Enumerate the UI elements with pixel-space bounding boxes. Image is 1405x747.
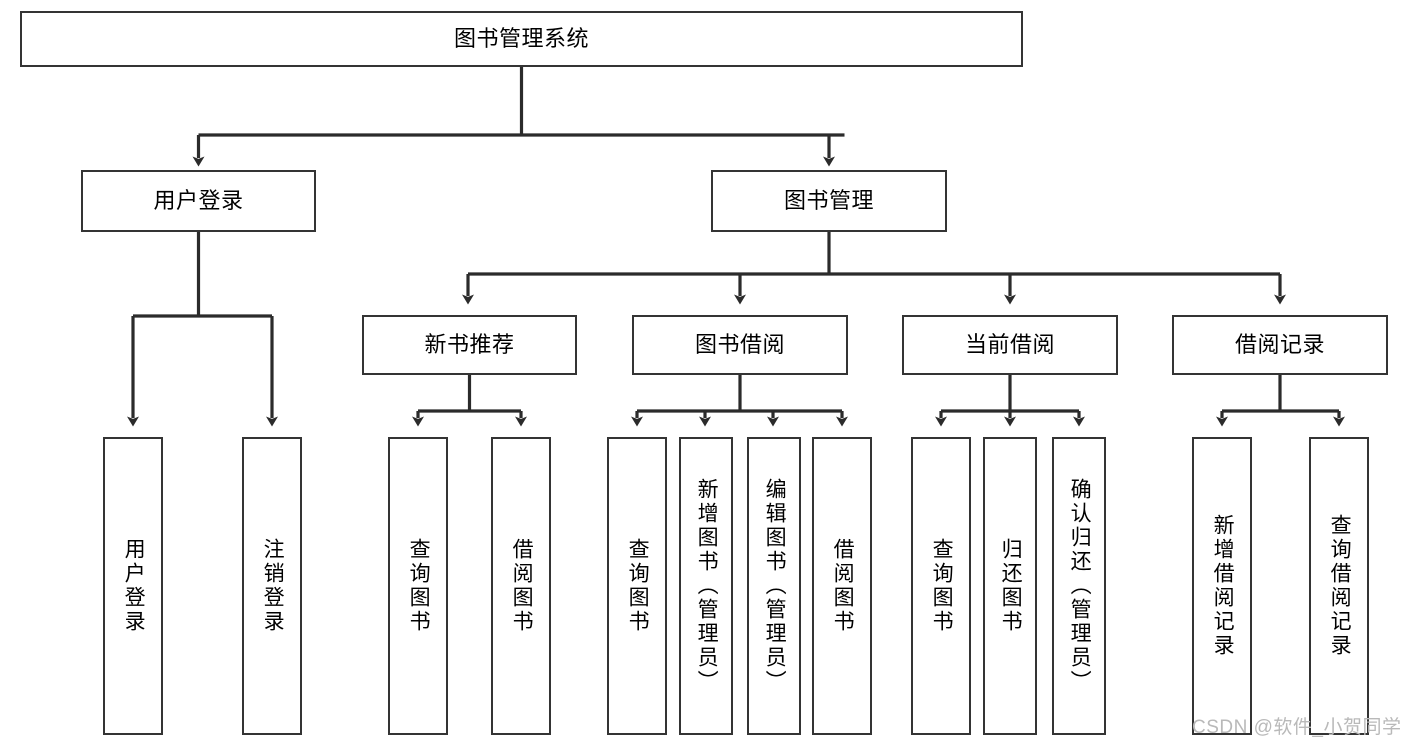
node-label: 新增借阅记录 <box>1211 514 1235 658</box>
leaf-book-borrow-query-book[interactable]: 查询图书 <box>607 437 667 735</box>
leaf-book-borrow-add-book-admin[interactable]: 新增图书（管理员） <box>679 437 733 735</box>
node-current-borrow[interactable]: 当前借阅 <box>902 315 1118 375</box>
node-label: 借阅图书 <box>510 538 534 634</box>
leaf-borrow-record-query-record[interactable]: 查询借阅记录 <box>1309 437 1369 735</box>
node-label: 确认归还（管理员） <box>1068 478 1092 694</box>
node-label: 当前借阅 <box>964 332 1055 358</box>
node-label: 查询图书 <box>407 538 431 634</box>
leaf-current-borrow-query-book[interactable]: 查询图书 <box>911 437 971 735</box>
node-book-borrow[interactable]: 图书借阅 <box>632 315 848 375</box>
leaf-user-login-login[interactable]: 用户登录 <box>103 437 163 735</box>
node-label: 新书推荐 <box>424 332 515 358</box>
node-label: 用户登录 <box>122 538 146 634</box>
node-label: 用户登录 <box>153 188 244 214</box>
node-label: 图书管理系统 <box>453 26 589 52</box>
leaf-current-borrow-confirm-return-admin[interactable]: 确认归还（管理员） <box>1052 437 1106 735</box>
node-borrow-record[interactable]: 借阅记录 <box>1172 315 1388 375</box>
watermark: CSDN @软件_小贺同学 <box>1192 717 1402 738</box>
leaf-book-borrow-edit-book-admin[interactable]: 编辑图书（管理员） <box>747 437 801 735</box>
node-label: 查询图书 <box>930 538 954 634</box>
node-label: 图书借阅 <box>694 332 785 358</box>
leaf-new-book-borrow-book[interactable]: 借阅图书 <box>491 437 551 735</box>
node-label: 编辑图书（管理员） <box>763 478 787 694</box>
node-label: 借阅记录 <box>1234 332 1325 358</box>
node-label: 注销登录 <box>261 538 285 634</box>
node-user-login[interactable]: 用户登录 <box>81 170 316 232</box>
node-label: 图书管理 <box>783 188 874 214</box>
leaf-new-book-query-book[interactable]: 查询图书 <box>388 437 448 735</box>
node-book-management[interactable]: 图书管理 <box>711 170 947 232</box>
leaf-current-borrow-return-book[interactable]: 归还图书 <box>983 437 1037 735</box>
node-root-book-management-system[interactable]: 图书管理系统 <box>20 11 1023 67</box>
node-label: 查询图书 <box>626 538 650 634</box>
leaf-borrow-record-add-record[interactable]: 新增借阅记录 <box>1192 437 1252 735</box>
leaf-user-login-logout[interactable]: 注销登录 <box>242 437 302 735</box>
node-label: 借阅图书 <box>831 538 855 634</box>
node-label: 新增图书（管理员） <box>695 478 719 694</box>
node-label: 归还图书 <box>999 538 1023 634</box>
node-label: 查询借阅记录 <box>1328 514 1352 658</box>
leaf-book-borrow-borrow-book[interactable]: 借阅图书 <box>812 437 872 735</box>
node-new-book-recommend[interactable]: 新书推荐 <box>362 315 577 375</box>
